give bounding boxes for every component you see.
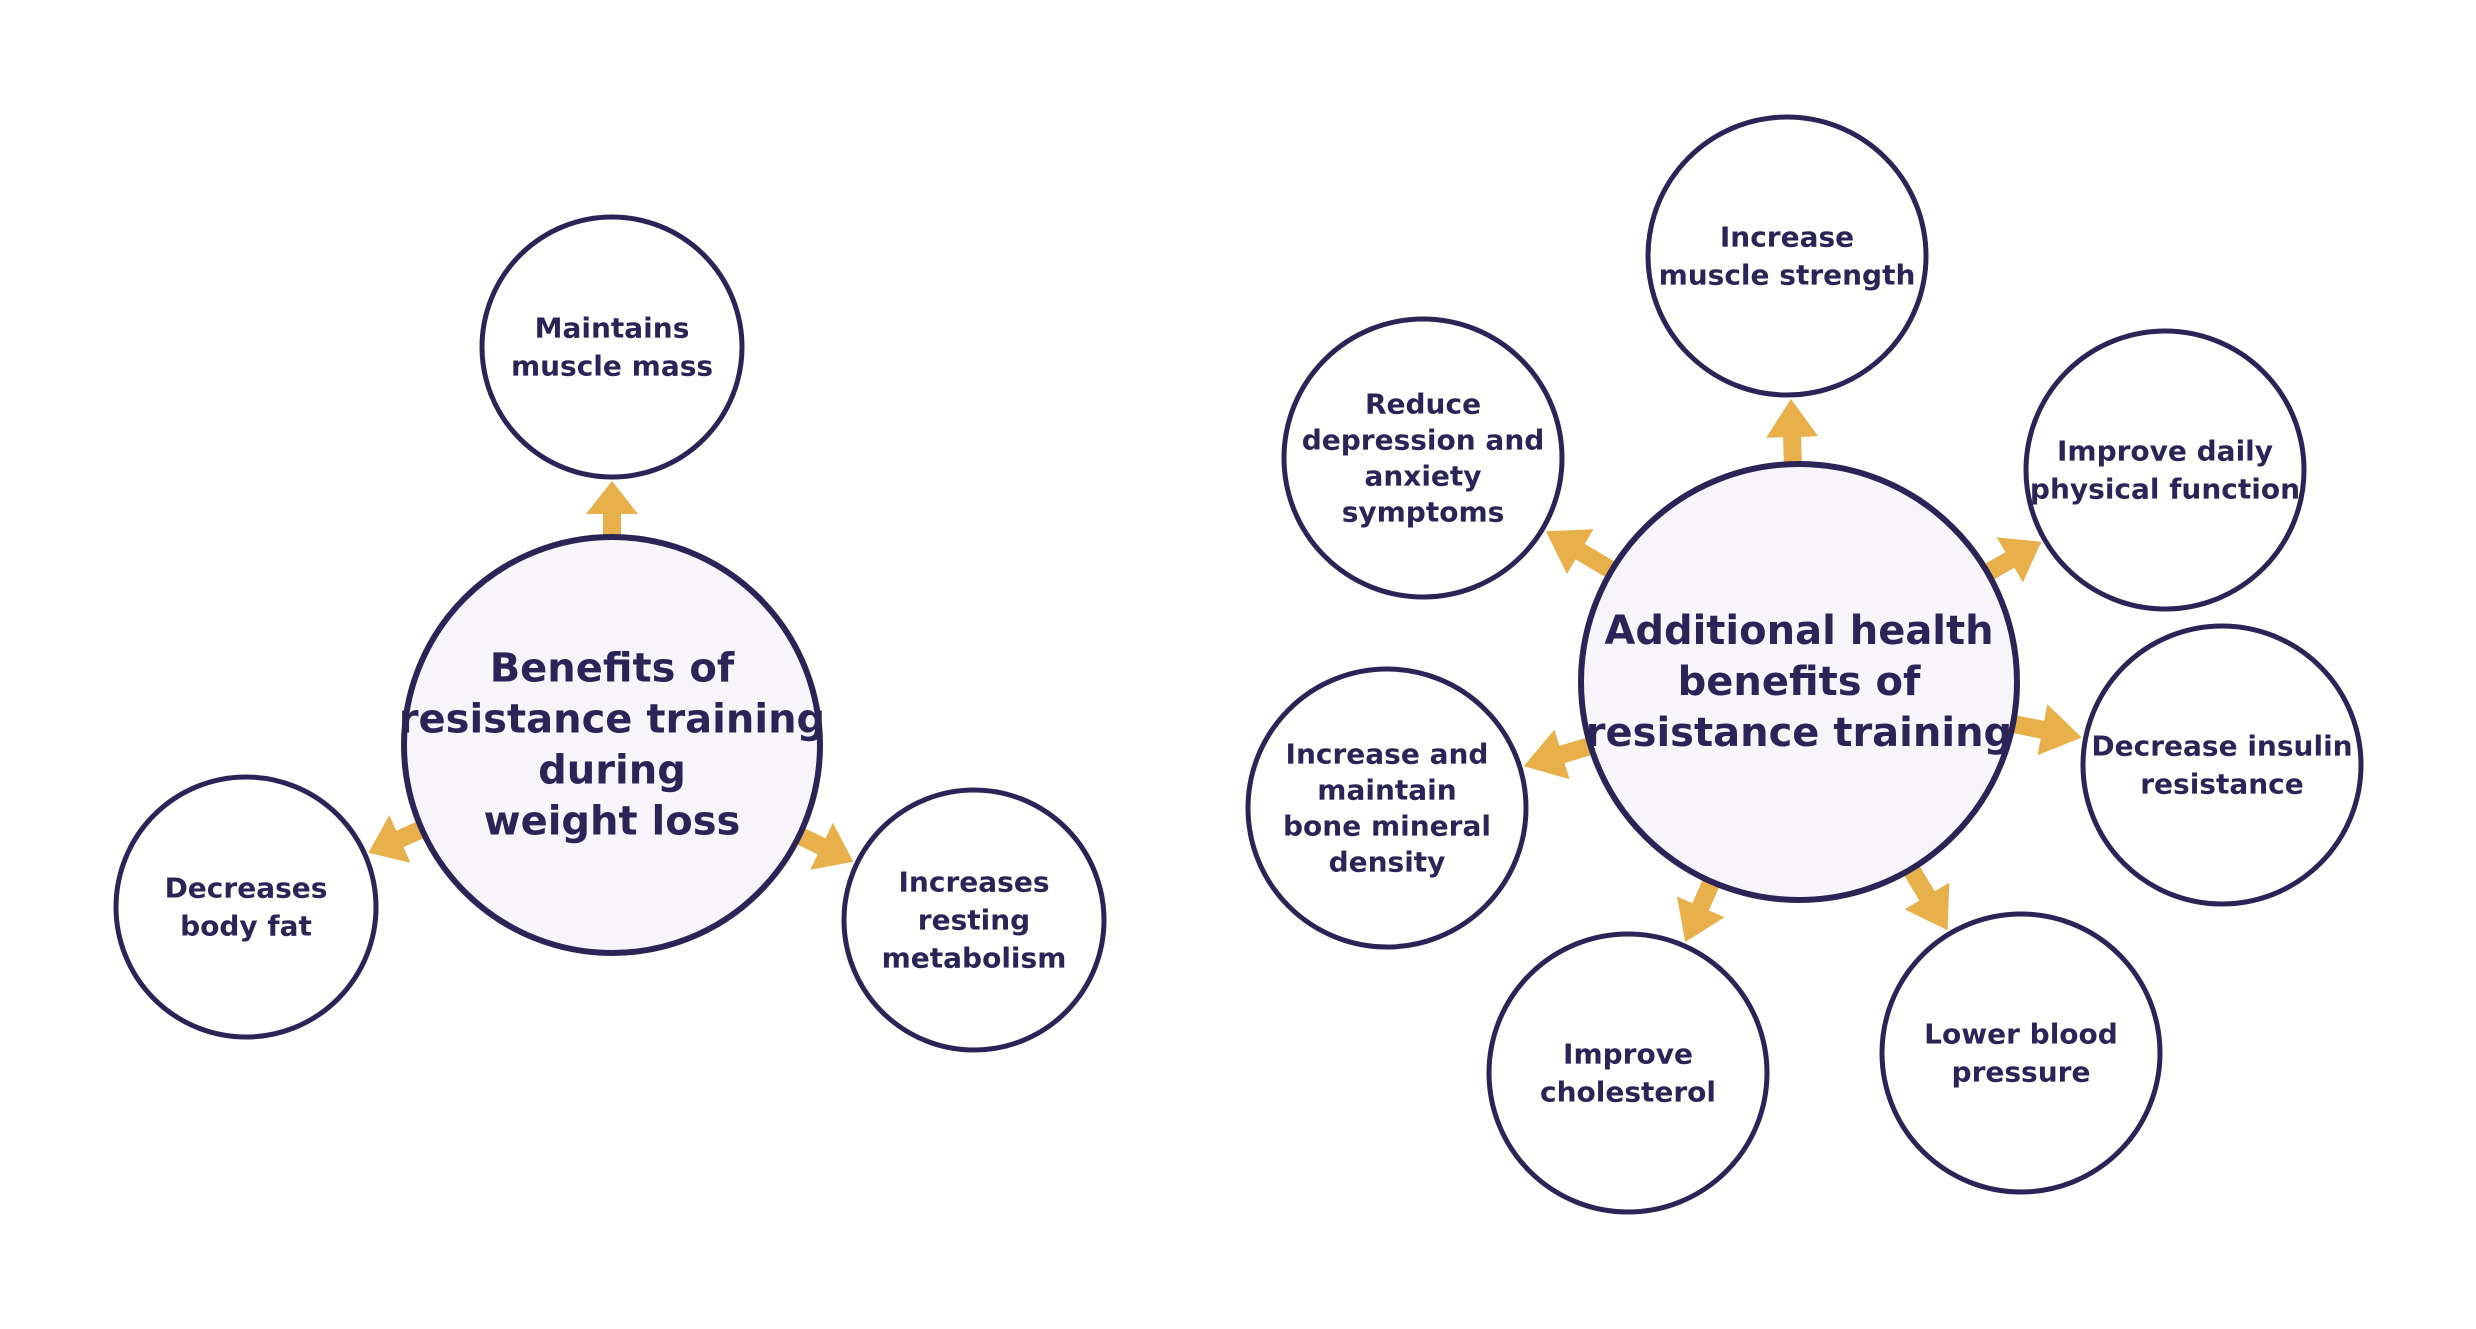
diagram-left-hub-circle <box>401 534 823 956</box>
decreases-body-fat-arrow <box>368 815 430 863</box>
lower-blood-pressure-node-label-line: Lower blood <box>1924 1018 2118 1051</box>
increases-resting-metabolism-node-label-line: Increases <box>899 866 1050 899</box>
increase-muscle-strength-node-label-line: muscle strength <box>1659 259 1916 292</box>
improve-cholesterol-node: Improve cholesterol <box>1486 931 1770 1215</box>
increase-muscle-strength-node: Increase muscle strength <box>1645 114 1929 398</box>
improve-daily-physical-function-node-label-line: physical function <box>2030 473 2300 506</box>
increases-resting-metabolism-node-label-line: metabolism <box>882 942 1067 975</box>
diagram-left-hub-label-line: resistance training <box>399 697 825 743</box>
diagram-right-hub-label-line: resistance training <box>1586 710 2012 756</box>
diagram-left-hub-label-line: weight loss <box>484 799 741 845</box>
diagram-left-hub: Benefits of resistance training during weig… <box>399 534 825 956</box>
reduce-depression-anxiety-node-circle <box>1281 316 1565 600</box>
decrease-insulin-resistance-node-circle <box>2080 623 2364 907</box>
decreases-body-fat-node: Decreases body fat <box>113 774 379 1040</box>
reduce-depression-anxiety-node-label-line: symptoms <box>1342 496 1505 529</box>
reduce-depression-anxiety-node-label-line: anxiety <box>1364 460 1481 493</box>
diagram-right-hub-label-line: Additional health <box>1604 608 1993 654</box>
lower-blood-pressure-node: Lower blood pressure <box>1879 911 2163 1195</box>
improve-cholesterol-node-label-line: cholesterol <box>1540 1076 1716 1109</box>
increases-resting-metabolism-node: Increases resting metabolism <box>841 787 1107 1053</box>
increase-bone-mineral-density-node-circle <box>1245 666 1529 950</box>
maintains-muscle-mass-node-circle <box>479 214 745 480</box>
increase-bone-mineral-density-node-label-line: maintain <box>1317 774 1456 807</box>
diagram-left-hub-label-line: Benefits of <box>490 646 735 692</box>
diagram-left-hub-label-line: during <box>538 748 686 794</box>
decreases-body-fat-node-circle <box>113 774 379 1040</box>
increase-bone-mineral-density-node-label-line: density <box>1329 846 1446 879</box>
reduce-depression-anxiety-node-label-line: depression and <box>1302 424 1545 457</box>
increase-muscle-strength-node-circle <box>1645 114 1929 398</box>
increases-resting-metabolism-node-circle <box>841 787 1107 1053</box>
decrease-insulin-resistance-node: Decrease insulin resistance <box>2080 623 2364 907</box>
improve-daily-physical-function-node-circle <box>2023 328 2307 612</box>
decreases-body-fat-node-label-line: body fat <box>180 910 312 943</box>
maintains-muscle-mass-node-label-line: Maintains <box>535 312 690 345</box>
increases-resting-metabolism-node-label-line: resting <box>918 904 1030 937</box>
maintains-muscle-mass-node: Maintains muscle mass <box>479 214 745 480</box>
lower-blood-pressure-arrow <box>1901 861 1950 931</box>
decrease-insulin-resistance-node-label-line: Decrease insulin <box>2091 730 2352 763</box>
improve-cholesterol-arrow <box>1676 874 1725 942</box>
increase-muscle-strength-arrow <box>1766 398 1819 469</box>
improve-cholesterol-node-label-line: Improve <box>1563 1038 1693 1071</box>
diagram-right-hub-label-line: benefits of <box>1678 659 1921 705</box>
decrease-insulin-resistance-node-label-line: resistance <box>2140 768 2304 801</box>
lower-blood-pressure-node-circle <box>1879 911 2163 1195</box>
diagram-right-hub-circle <box>1578 461 2020 903</box>
improve-daily-physical-function-arrow <box>1979 537 2042 583</box>
increase-bone-mineral-density-node-label-line: bone mineral <box>1283 810 1491 843</box>
lower-blood-pressure-node-label-line: pressure <box>1952 1056 2091 1089</box>
increase-muscle-strength-node-label-line: Increase <box>1720 221 1854 254</box>
decrease-insulin-resistance-arrow <box>2007 704 2082 756</box>
increase-bone-mineral-density-node-label-line: Increase and <box>1286 738 1489 771</box>
reduce-depression-anxiety-arrow <box>1545 529 1620 581</box>
diagram-right-hub: Additional health benefits of resistance t… <box>1578 461 2020 903</box>
improve-daily-physical-function-node: Improve daily physical function <box>2023 328 2307 612</box>
diagram-right: Increase muscle strengthReducedepression … <box>1245 114 2364 1215</box>
increase-bone-mineral-density-arrow <box>1523 729 1597 780</box>
decreases-body-fat-node-label-line: Decreases <box>165 872 328 905</box>
reduce-depression-anxiety-node-label-line: Reduce <box>1365 388 1481 421</box>
increases-resting-metabolism-arrow <box>791 822 854 870</box>
improve-cholesterol-node-circle <box>1486 931 1770 1215</box>
improve-daily-physical-function-node-label-line: Improve daily <box>2057 435 2273 468</box>
maintains-muscle-mass-node-label-line: muscle mass <box>511 350 713 383</box>
maintains-muscle-mass-arrow <box>586 481 638 541</box>
